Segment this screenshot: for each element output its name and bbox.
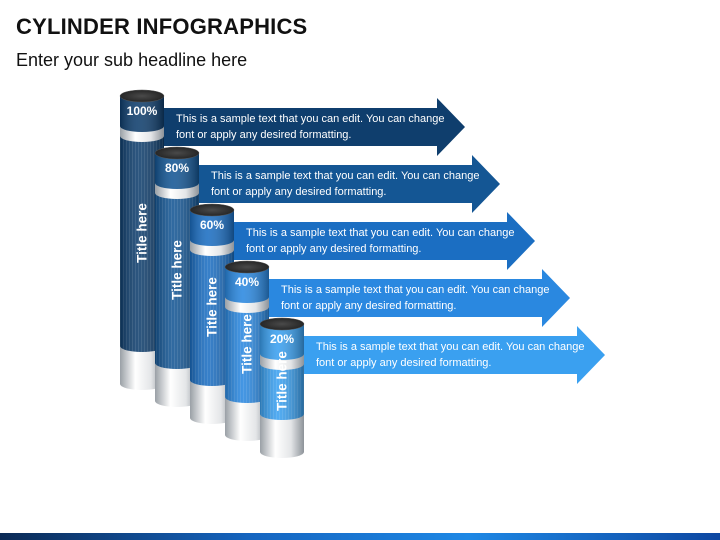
cylinder-label-shading xyxy=(155,153,199,189)
cylinder-label-shading xyxy=(225,267,269,303)
cylinder-label-shading xyxy=(120,96,164,132)
cylinder-base xyxy=(155,363,199,407)
arrow-description: This is a sample text that you can edit.… xyxy=(316,341,585,369)
arrow-description: This is a sample text that you can edit.… xyxy=(281,284,550,312)
cylinder-4 xyxy=(224,260,270,441)
cylinder-shading xyxy=(225,307,269,403)
cylinder-base xyxy=(190,380,234,424)
cylinder-title: Title here xyxy=(239,314,255,374)
arrow-description: This is a sample text that you can edit.… xyxy=(246,227,515,255)
percent-label: 100% xyxy=(126,104,158,118)
cylinder-title: Title here xyxy=(274,351,290,411)
cylinder-title: Title here xyxy=(204,277,220,337)
percent-label: 80% xyxy=(164,161,190,175)
cylinder-title: Title here xyxy=(169,240,185,300)
cylinder-5 xyxy=(259,317,305,458)
cylinder-shading xyxy=(190,250,234,386)
arrow-5 xyxy=(270,326,605,384)
cylinder-shading xyxy=(120,136,164,352)
cylinder-base xyxy=(120,346,164,390)
cylinder-base xyxy=(260,414,304,458)
arrow-description: This is a sample text that you can edit.… xyxy=(211,170,480,198)
arrow-3 xyxy=(200,212,535,270)
slide-title: CYLINDER INFOGRAPHICS xyxy=(16,14,308,39)
arrow-1 xyxy=(130,98,465,156)
cylinder-cap xyxy=(259,317,305,331)
cylinder-shading xyxy=(155,193,199,369)
percent-label: 60% xyxy=(199,218,225,232)
cylinder-cap xyxy=(189,203,235,217)
cylinder-label-shading xyxy=(260,324,304,360)
arrow-2 xyxy=(165,155,500,213)
cylinder-cap xyxy=(224,260,270,274)
arrow-4 xyxy=(235,269,570,327)
bottom-accent-bar xyxy=(0,533,720,540)
percent-label: 40% xyxy=(234,275,260,289)
cylinder-cap xyxy=(119,89,165,103)
cylinder-shading xyxy=(260,364,304,420)
slide-subtitle: Enter your sub headline here xyxy=(16,50,248,70)
cylinder-base xyxy=(225,397,269,441)
percent-label: 20% xyxy=(269,332,295,346)
arrow-description: This is a sample text that you can edit.… xyxy=(176,113,445,141)
cylinder-1 xyxy=(119,89,165,390)
cylinder-cap xyxy=(154,146,200,160)
cylinder-title: Title here xyxy=(134,203,150,263)
cylinder-3 xyxy=(189,203,235,424)
cylinder-label-shading xyxy=(190,210,234,246)
cylinder-2 xyxy=(154,146,200,407)
